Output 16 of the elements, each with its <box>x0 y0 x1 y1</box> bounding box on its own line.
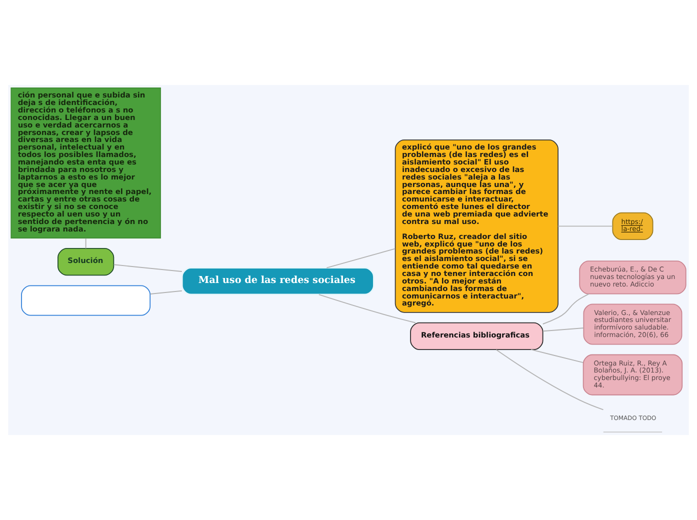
connector <box>318 294 416 324</box>
connector <box>85 238 86 249</box>
node-box: Referencias bibliograficas <box>410 322 544 350</box>
connector <box>326 248 396 268</box>
node-box: Solución <box>58 248 114 276</box>
connector <box>530 349 584 364</box>
connector <box>150 290 182 295</box>
connector <box>542 328 584 332</box>
node-box: Mal uso de las redes sociales <box>181 267 374 296</box>
connector <box>496 349 604 410</box>
node-box: ción personal que e subida sin deja s de identificación, dirección o teléfonos a s no conocidas. Llegar a un buen uso e verdad acercarnos a personas, crear y lapsos de diversas areas en la vida personal, intelectual y en todos los posibles llamados, manejando esta enta que es brindada para nosotros y laptarnos a esto es lo mejor que se acer ya que próximamente y nente el papel, cartas y entre otras cosas de existir y si no se conoce respecto al uen uso y un sentido de pertenencia y ón no se lograra nada. <box>10 88 161 239</box>
connector <box>542 293 590 324</box>
node-box <box>21 285 151 316</box>
connector <box>113 264 182 272</box>
connector <box>558 226 614 227</box>
node-box: explicó que "uno de los grandes problemas (de las redes) es el aislamiento social" El uso inadecuado o excesivo de las redes sociales "aleja a las personas, aunque las una", y parece cambiar las formas de comunicarse e interactuar, comentó este lunes el director de una web premiada que advierte contra su mal uso. Roberto Ruz, creador del sitio web, explicó que "uno de los grandes problemas (de las redes) es el aislamiento social", si se entiende como tal quedarse en casa y no tener interacción con otros. "A lo mejor están cambiando las formas de comunicarnos e interactuar", agregó. <box>394 140 558 313</box>
